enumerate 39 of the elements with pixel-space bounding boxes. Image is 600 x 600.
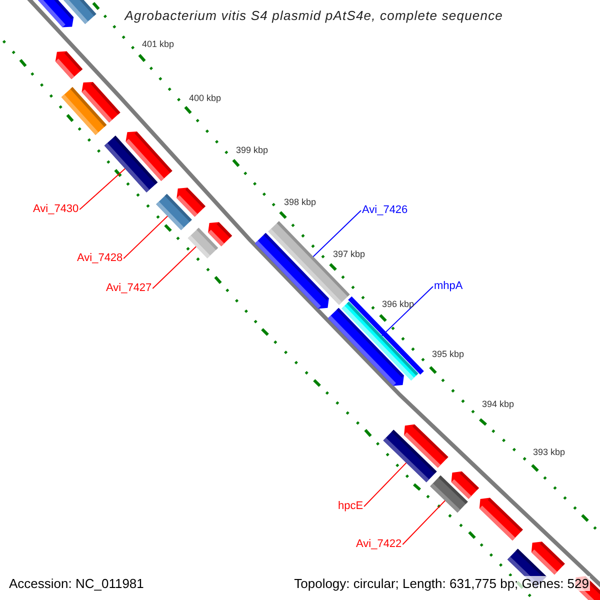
gene-bar [176, 188, 206, 217]
accession-text: Accession: NC_011981 [8, 576, 145, 591]
gene-bar [36, 0, 74, 28]
gene-label: Avi_7426 [362, 205, 408, 216]
tick-label: 393 kbp [533, 448, 566, 457]
gene-bar [328, 308, 404, 386]
leader-line [312, 210, 362, 258]
tick-label: 401 kbp [142, 40, 174, 49]
leader-line [381, 286, 434, 336]
leader-line [402, 500, 446, 545]
leader-line [123, 216, 168, 259]
gene-label: Avi_7428 [77, 253, 123, 264]
gene-label: hpcE [338, 501, 364, 512]
gene-label: Avi_7427 [106, 283, 152, 294]
gene-bar [348, 296, 424, 375]
gene-bar [126, 132, 172, 181]
tick-label: 396 kbp [382, 300, 414, 309]
gene-label: Avi_7422 [356, 539, 402, 550]
gene-bar [208, 222, 232, 246]
gene-bar [479, 498, 523, 540]
gene-bar [62, 0, 96, 24]
gene-label: mhpA [434, 281, 463, 292]
tick-label: 397 kbp [333, 250, 366, 259]
leader-line [152, 246, 197, 289]
tick-label: 398 kbp [284, 198, 316, 207]
leader-line [364, 462, 407, 507]
gene-bar [61, 87, 107, 135]
gene-bar [451, 471, 479, 499]
tick-label: 394 kbp [482, 400, 514, 409]
tick-label: 400 kbp [189, 94, 222, 103]
gene-bar [404, 424, 448, 468]
gene-bar [254, 232, 329, 309]
title: Agrobacterium vitis S4 plasmid pAtS4e, complete sequence [124, 9, 503, 22]
gene-label: Avi_7430 [33, 204, 79, 215]
leader-line [79, 168, 126, 210]
tick-label: 399 kbp [236, 146, 268, 155]
tick-label: 395 kbp [432, 350, 464, 359]
summary-text: Topology: circular; Length: 631,775 bp; Genes: 529 [293, 576, 590, 591]
gene-bar [55, 51, 83, 80]
